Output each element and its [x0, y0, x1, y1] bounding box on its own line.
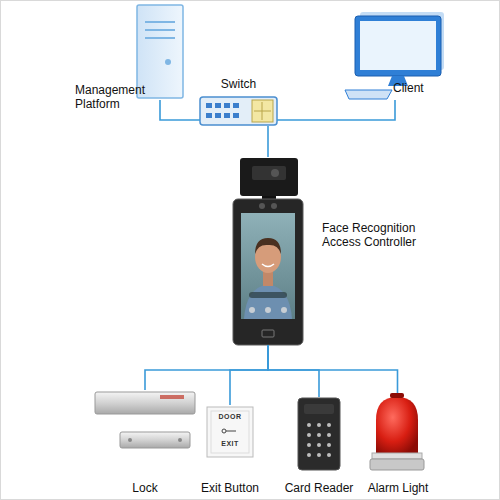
access-controller-icon [233, 158, 303, 345]
network-line [145, 345, 268, 390]
alarm-light-icon [370, 393, 424, 470]
magnetic-lock-icon [95, 392, 195, 448]
lock-node: Lock [95, 390, 195, 450]
client-node: Client [345, 15, 445, 100]
exit-button-icon [207, 407, 253, 457]
switch-node: Switch [200, 96, 277, 126]
alarm-light-node: Alarm Light [370, 393, 425, 471]
network-line [268, 345, 319, 397]
device-label: Alarm Light [338, 481, 458, 495]
network-line [230, 345, 268, 405]
device-label: Card Reader [259, 481, 379, 495]
button-print: EXIT [210, 440, 250, 448]
device-label: Switch [190, 77, 287, 91]
device-label: Face Recognition Access Controller [322, 221, 437, 249]
card-reader-icon [298, 398, 340, 470]
device-label: Client [393, 81, 453, 95]
button-print: DOOR [210, 413, 250, 421]
network-line [267, 126, 269, 157]
server-node: Management Platform [135, 5, 185, 100]
card-reader-node: Card Reader [296, 397, 342, 471]
device-label: Exit Button [170, 481, 290, 495]
network-line [268, 345, 398, 393]
device-label: Lock [85, 481, 205, 495]
network-line [277, 100, 395, 120]
controller-node: Face Recognition Access Controller [232, 157, 304, 345]
switch-icon [200, 97, 277, 125]
device-label: Management Platform [75, 83, 147, 111]
network-line [160, 100, 200, 120]
